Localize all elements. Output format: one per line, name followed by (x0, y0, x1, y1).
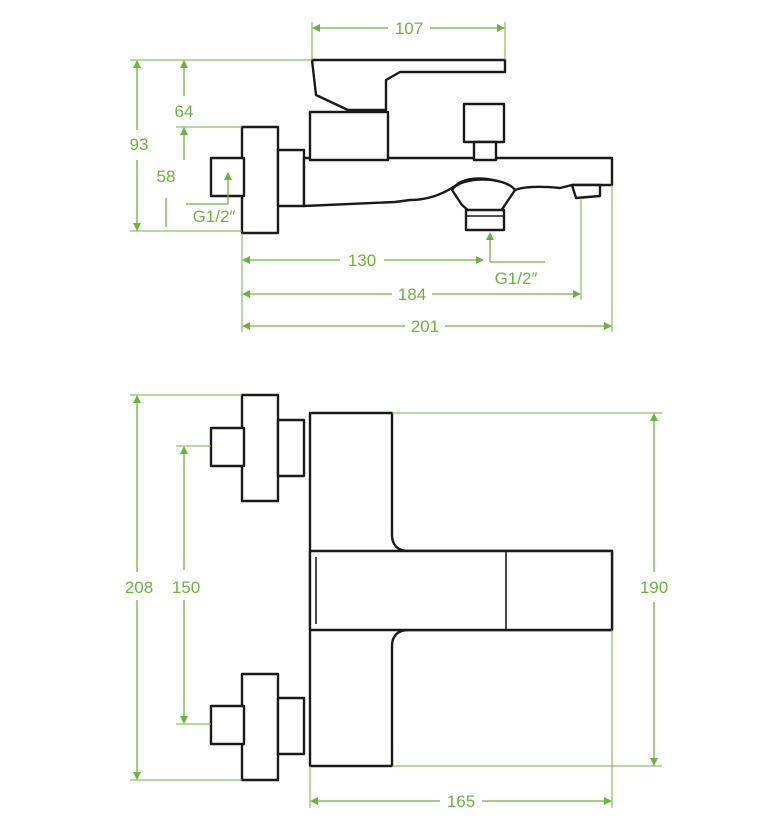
upper-flange (240, 393, 280, 503)
dim-201-label: 201 (411, 317, 439, 336)
diverter-stem (472, 140, 498, 162)
aerator-tip (570, 183, 602, 200)
dim-93: 93 (130, 59, 312, 232)
outlet-thread-nut (464, 208, 506, 232)
dim-190: 190 (392, 412, 668, 767)
outlet-spigot (450, 178, 517, 214)
coupling-nut (276, 148, 306, 208)
dim-208: 208 (125, 394, 242, 781)
dim-190-label: 190 (640, 578, 668, 597)
dim-107-label: 107 (395, 19, 423, 38)
side-view: 107 93 64 58 (130, 19, 614, 336)
lower-inlet (209, 704, 246, 746)
dim-107: 107 (311, 19, 506, 60)
wall-flange (240, 125, 280, 235)
dim-208-label: 208 (125, 578, 153, 597)
thread-bottom-label: G1/2″ (495, 269, 538, 288)
dim-184-label: 184 (398, 285, 426, 304)
dim-58: 58 (157, 126, 242, 227)
dim-58-label: 58 (157, 167, 176, 186)
upper-coupling-nut (276, 418, 306, 478)
lower-coupling-nut (276, 696, 306, 756)
dim-93-label: 93 (130, 135, 149, 154)
dim-64-label: 64 (175, 102, 194, 121)
cartridge-housing (308, 110, 390, 162)
diverter-knob (462, 102, 506, 144)
dim-201: 201 (242, 185, 613, 336)
faucet-top-outline (209, 393, 614, 782)
dim-150: 150 (172, 445, 211, 725)
dim-130-label: 130 (348, 251, 376, 270)
faucet-side-outline (209, 58, 614, 235)
dim-64: 64 (175, 60, 194, 121)
thread-callout-bottom: G1/2″ (486, 232, 545, 288)
dim-165: 165 (309, 630, 613, 811)
thread-callout-left: G1/2″ (186, 172, 235, 226)
dim-184: 184 (242, 198, 582, 304)
top-view: 208 150 190 (125, 393, 668, 811)
dim-150-label: 150 (172, 578, 200, 597)
thread-left-label: G1/2″ (193, 207, 236, 226)
upper-inlet (209, 426, 246, 468)
handle-edge (311, 59, 317, 96)
dim-165-label: 165 (447, 792, 475, 811)
dim-130: 130 (241, 233, 484, 332)
spout-top (308, 549, 614, 632)
lower-flange (240, 672, 280, 782)
lever-handle (310, 58, 507, 112)
